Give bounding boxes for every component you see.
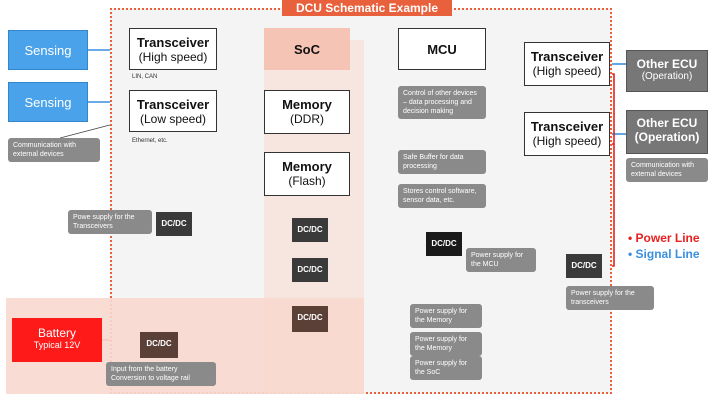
transceiver-low-left-title: Transceiver bbox=[136, 97, 210, 112]
transceiver-right-2: Transceiver (High speed) bbox=[524, 112, 610, 156]
mcu-block: MCU bbox=[398, 28, 486, 70]
ecu-2-sub: (Operation) bbox=[634, 130, 700, 144]
note-battery-input: Input from the battery Conversion to vol… bbox=[106, 362, 216, 386]
dcdc-battery-input: DC/DC bbox=[140, 332, 178, 358]
legend-signal-line: • Signal Line bbox=[628, 247, 700, 261]
ecu-1-sub: (Operation) bbox=[641, 71, 693, 82]
battery-sub: Typical 12V bbox=[33, 340, 81, 350]
dcdc-memory-1: DC/DC bbox=[292, 218, 328, 242]
note-control: Control of other devices – data processi… bbox=[398, 86, 486, 119]
note-power-memory-1: Power supply for the Memory bbox=[410, 304, 482, 328]
memory-ddr-title: Memory bbox=[282, 97, 332, 112]
dcdc-transceivers-right: DC/DC bbox=[566, 254, 602, 278]
ecu-block-1: Other ECU (Operation) bbox=[626, 50, 708, 92]
memory-flash-sub: (Flash) bbox=[288, 174, 326, 188]
note-power-soc: Power supply for the SoC bbox=[410, 356, 482, 380]
mcu-title: MCU bbox=[427, 42, 457, 57]
dcdc-soc: DC/DC bbox=[292, 306, 328, 332]
memory-ddr-sub: (DDR) bbox=[290, 112, 324, 126]
dcdc-memory-2: DC/DC bbox=[292, 258, 328, 282]
note-power-memory-2: Power supply for the Memory bbox=[410, 332, 482, 356]
memory-flash-title: Memory bbox=[282, 159, 332, 174]
memory-ddr: Memory (DDR) bbox=[264, 90, 350, 134]
transceiver-low-left-sub: (Low speed) bbox=[139, 112, 207, 126]
sensing-block-2: Sensing bbox=[8, 82, 88, 122]
transceiver-low-left-note: Ethernet, etc. bbox=[132, 138, 168, 144]
transceiver-high-left-title: Transceiver bbox=[136, 35, 210, 50]
ecu-1-title: Other ECU bbox=[636, 57, 698, 71]
dcdc-mcu: DC/DC bbox=[426, 232, 462, 256]
ecu-2-title: Other ECU bbox=[636, 116, 698, 130]
transceiver-right-1-sub: (High speed) bbox=[532, 64, 602, 78]
note-power-transceivers-left: Powe supply for the Transceivers bbox=[68, 210, 152, 234]
transceiver-high-left-sub: (High speed) bbox=[138, 50, 208, 64]
transceiver-high-left-note: LIN, CAN bbox=[132, 74, 158, 80]
note-stores: Stores control software, sensor data, et… bbox=[398, 184, 486, 208]
dcdc-transceivers-left: DC/DC bbox=[156, 212, 192, 236]
transceiver-right-1-title: Transceiver bbox=[530, 49, 604, 64]
transceiver-low-left: Transceiver (Low speed) bbox=[129, 90, 217, 132]
memory-flash: Memory (Flash) bbox=[264, 152, 350, 196]
legend-power-line: • Power Line bbox=[628, 231, 700, 245]
sensing-block-1: Sensing bbox=[8, 30, 88, 70]
battery-block: Battery Typical 12V bbox=[12, 318, 102, 362]
diagram-title: DCU Schematic Example bbox=[282, 0, 452, 16]
note-power-transceivers-right: Power supply for the transceivers bbox=[566, 286, 654, 310]
battery-title: Battery bbox=[37, 326, 76, 340]
ecu-block-2: Other ECU (Operation) bbox=[626, 110, 708, 154]
transceiver-right-2-sub: (High speed) bbox=[532, 134, 602, 148]
note-safe-buffer: Safe Buffer for data processing bbox=[398, 150, 486, 174]
transceiver-right-1: Transceiver (High speed) bbox=[524, 42, 610, 86]
transceiver-high-left: Transceiver (High speed) bbox=[129, 28, 217, 70]
note-power-mcu: Power supply for the MCU bbox=[466, 248, 536, 272]
note-comm-left: Communication with external devices bbox=[8, 138, 100, 162]
soc-title: SoC bbox=[294, 42, 320, 57]
note-comm-right: Communication with external devices bbox=[626, 158, 708, 182]
transceiver-right-2-title: Transceiver bbox=[530, 119, 604, 134]
soc-block: SoC bbox=[264, 28, 350, 70]
